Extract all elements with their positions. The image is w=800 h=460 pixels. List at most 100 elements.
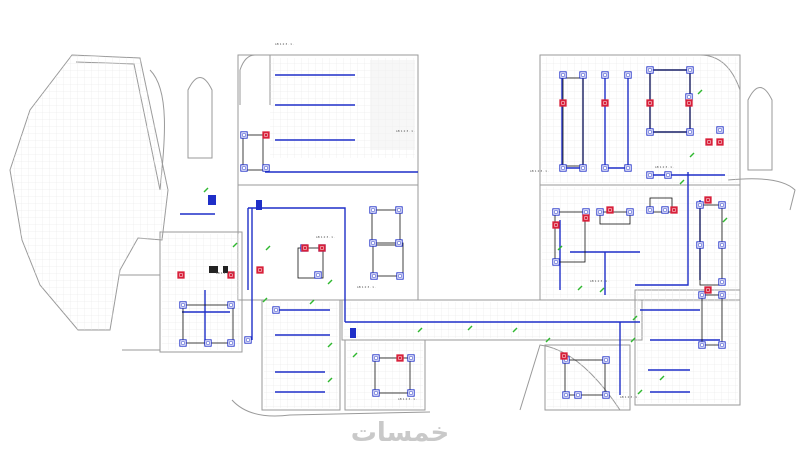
flex-connector — [232, 242, 238, 248]
supply-diffuser — [395, 239, 403, 247]
flex-connector — [327, 279, 333, 285]
supply-diffuser — [244, 336, 252, 344]
flex-connector — [327, 377, 333, 383]
supply-diffuser — [240, 131, 248, 139]
vav-box — [256, 200, 262, 210]
supply-diffuser — [664, 171, 672, 179]
supply-diffuser — [395, 206, 403, 214]
supply-diffuser — [179, 339, 187, 347]
supply-diffuser — [559, 164, 567, 172]
return-diffuser — [704, 196, 712, 204]
arch-left — [187, 77, 213, 159]
supply-diffuser — [646, 171, 654, 179]
supply-diffuser — [372, 389, 380, 397]
return-diffuser — [670, 206, 678, 214]
return-diffuser — [606, 206, 614, 214]
supply-diffuser — [696, 241, 704, 249]
flex-connector — [637, 389, 643, 395]
supply-diffuser — [602, 356, 610, 364]
return-diffuser — [559, 99, 567, 107]
supply-diffuser — [685, 93, 693, 101]
supply-diffuser — [596, 208, 604, 216]
flex-connector — [599, 287, 605, 293]
flex-connector — [352, 352, 358, 358]
duct-annotation: LB 1 2 3 · 1 · — [316, 235, 335, 239]
supply-diffuser — [407, 389, 415, 397]
vav-box — [350, 328, 356, 338]
supply-diffuser — [602, 391, 610, 399]
flex-connector — [512, 327, 518, 333]
supply-diffuser — [262, 164, 270, 172]
supply-diffuser — [646, 128, 654, 136]
supply-diffuser — [369, 206, 377, 214]
return-diffuser — [227, 271, 235, 279]
supply-diffuser — [579, 164, 587, 172]
return-diffuser — [704, 286, 712, 294]
supply-diffuser — [601, 71, 609, 79]
watermark: خمسات — [350, 418, 450, 448]
flex-connector — [309, 299, 315, 305]
supply-diffuser — [661, 206, 669, 214]
duct-annotation: LB 1 2 3 · 1 · — [357, 285, 376, 289]
flex-connector — [659, 375, 665, 381]
flex-connector — [697, 89, 703, 95]
supply-diffuser — [698, 341, 706, 349]
return-diffuser — [318, 244, 326, 252]
supply-diffuser — [601, 164, 609, 172]
flex-connector — [632, 315, 638, 321]
return-diffuser — [552, 221, 560, 229]
flex-connector — [203, 187, 209, 193]
supply-diffuser — [204, 339, 212, 347]
supply-diffuser — [718, 278, 726, 286]
return-diffuser — [177, 271, 185, 279]
duct-annotation: LB 1 2 3 · 1 · — [275, 42, 294, 46]
supply-diffuser — [718, 291, 726, 299]
flex-connector — [630, 337, 636, 343]
return-diffuser — [262, 131, 270, 139]
return-diffuser — [716, 138, 724, 146]
return-diffuser — [301, 244, 309, 252]
flex-connector — [577, 285, 583, 291]
supply-diffuser — [698, 291, 706, 299]
supply-diffuser — [686, 66, 694, 74]
equipment — [208, 195, 356, 338]
duct-annotation: LB 1 2 3 · 1 · — [398, 397, 417, 401]
supply-diffuser — [562, 391, 570, 399]
return-diffuser — [705, 138, 713, 146]
supply-diffuser — [227, 339, 235, 347]
supply-diffuser — [559, 71, 567, 79]
supply-diffuser — [179, 301, 187, 309]
supply-diffuser — [716, 126, 724, 134]
return-diffuser — [560, 352, 568, 360]
supply-diffuser — [686, 128, 694, 136]
supply-diffuser — [718, 341, 726, 349]
return-diffuser — [685, 99, 693, 107]
duct-annotation: LB 1 2 3 · 1 · — [216, 271, 235, 275]
supply-diffuser — [227, 301, 235, 309]
return-diffuser — [646, 99, 654, 107]
supply-diffuser — [372, 354, 380, 362]
supply-diffuser — [579, 71, 587, 79]
supply-diffuser — [718, 241, 726, 249]
supply-diffuser — [552, 258, 560, 266]
supply-diffuser — [396, 272, 404, 280]
supply-diffuser — [370, 272, 378, 280]
flex-connector — [557, 245, 563, 251]
supply-diffuser — [272, 306, 280, 314]
flex-connector — [265, 245, 271, 251]
duct-annotation: LB 1 2 3 · 1 · — [655, 165, 674, 169]
duct-annotation: LB 1 2 3 · 1 · — [620, 395, 639, 399]
flex-connector-layer — [203, 89, 728, 395]
supply-diffuser — [624, 71, 632, 79]
supply-diffuser — [646, 206, 654, 214]
supply-diffuser — [624, 164, 632, 172]
flex-connector — [262, 297, 268, 303]
flex-connector — [417, 327, 423, 333]
supply-diffuser — [696, 201, 704, 209]
return-diffuser — [256, 266, 264, 274]
supply-diffuser — [407, 354, 415, 362]
flex-connector — [689, 152, 695, 158]
return-diffuser — [396, 354, 404, 362]
control-panel — [223, 266, 228, 273]
